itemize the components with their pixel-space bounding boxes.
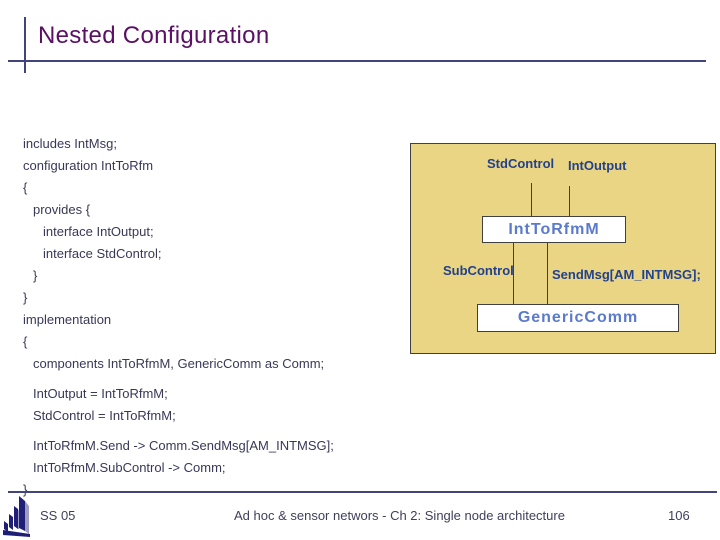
code-line: }: [23, 290, 28, 305]
component-box-label: GenericComm: [517, 309, 639, 326]
code-line: IntToRfmM.Send -> Comm.SendMsg[AM_INTMSG…: [33, 438, 334, 453]
component-box-inttorfmm: IntToRfmM: [482, 216, 626, 243]
interface-label-subcontrol: SubControl: [443, 263, 514, 278]
interface-label-intoutput: IntOutput: [568, 158, 627, 173]
code-line: StdControl = IntToRfmM;: [33, 408, 176, 423]
code-line: {: [23, 334, 28, 349]
code-line: interface StdControl;: [43, 246, 162, 261]
code-line: includes IntMsg;: [23, 136, 117, 151]
title-horizontal-rule: [8, 60, 706, 62]
code-line: IntToRfmM.SubControl -> Comm;: [33, 460, 226, 475]
connector-line: [513, 242, 514, 304]
interface-label-sendmsg: SendMsg[AM_INTMSG];: [552, 267, 701, 282]
footer-course-title: Ad hoc & sensor networs - Ch 2: Single n…: [234, 508, 565, 523]
code-line: components IntToRfmM, GenericComm as Com…: [33, 356, 325, 371]
code-line: }: [33, 268, 38, 283]
configuration-diagram: StdControl IntOutput IntToRfmM SubContro…: [410, 143, 716, 354]
code-line: provides {: [33, 202, 91, 217]
university-logo-icon: [3, 496, 30, 537]
code-block: includes IntMsg; configuration IntToRfm …: [23, 133, 334, 501]
interface-label-stdcontrol: StdControl: [487, 156, 555, 171]
connector-line: [547, 242, 548, 304]
code-line: interface IntOutput;: [43, 224, 154, 239]
code-line: IntOutput = IntToRfmM;: [33, 386, 168, 401]
code-line: {: [23, 180, 28, 195]
connector-line: [569, 186, 570, 217]
footer-rule: [8, 491, 717, 493]
code-line: configuration IntToRfm: [23, 158, 154, 173]
page-title: Nested Configuration: [38, 22, 270, 49]
footer-semester: SS 05: [40, 508, 76, 523]
component-box-genericcomm: GenericComm: [477, 304, 679, 332]
code-line: implementation: [23, 312, 112, 327]
code-line: }: [23, 482, 28, 497]
title-vertical-rule: [24, 17, 26, 73]
connector-line: [531, 183, 532, 217]
footer-page-number: 106: [668, 508, 690, 523]
component-box-label: IntToRfmM: [508, 221, 600, 238]
